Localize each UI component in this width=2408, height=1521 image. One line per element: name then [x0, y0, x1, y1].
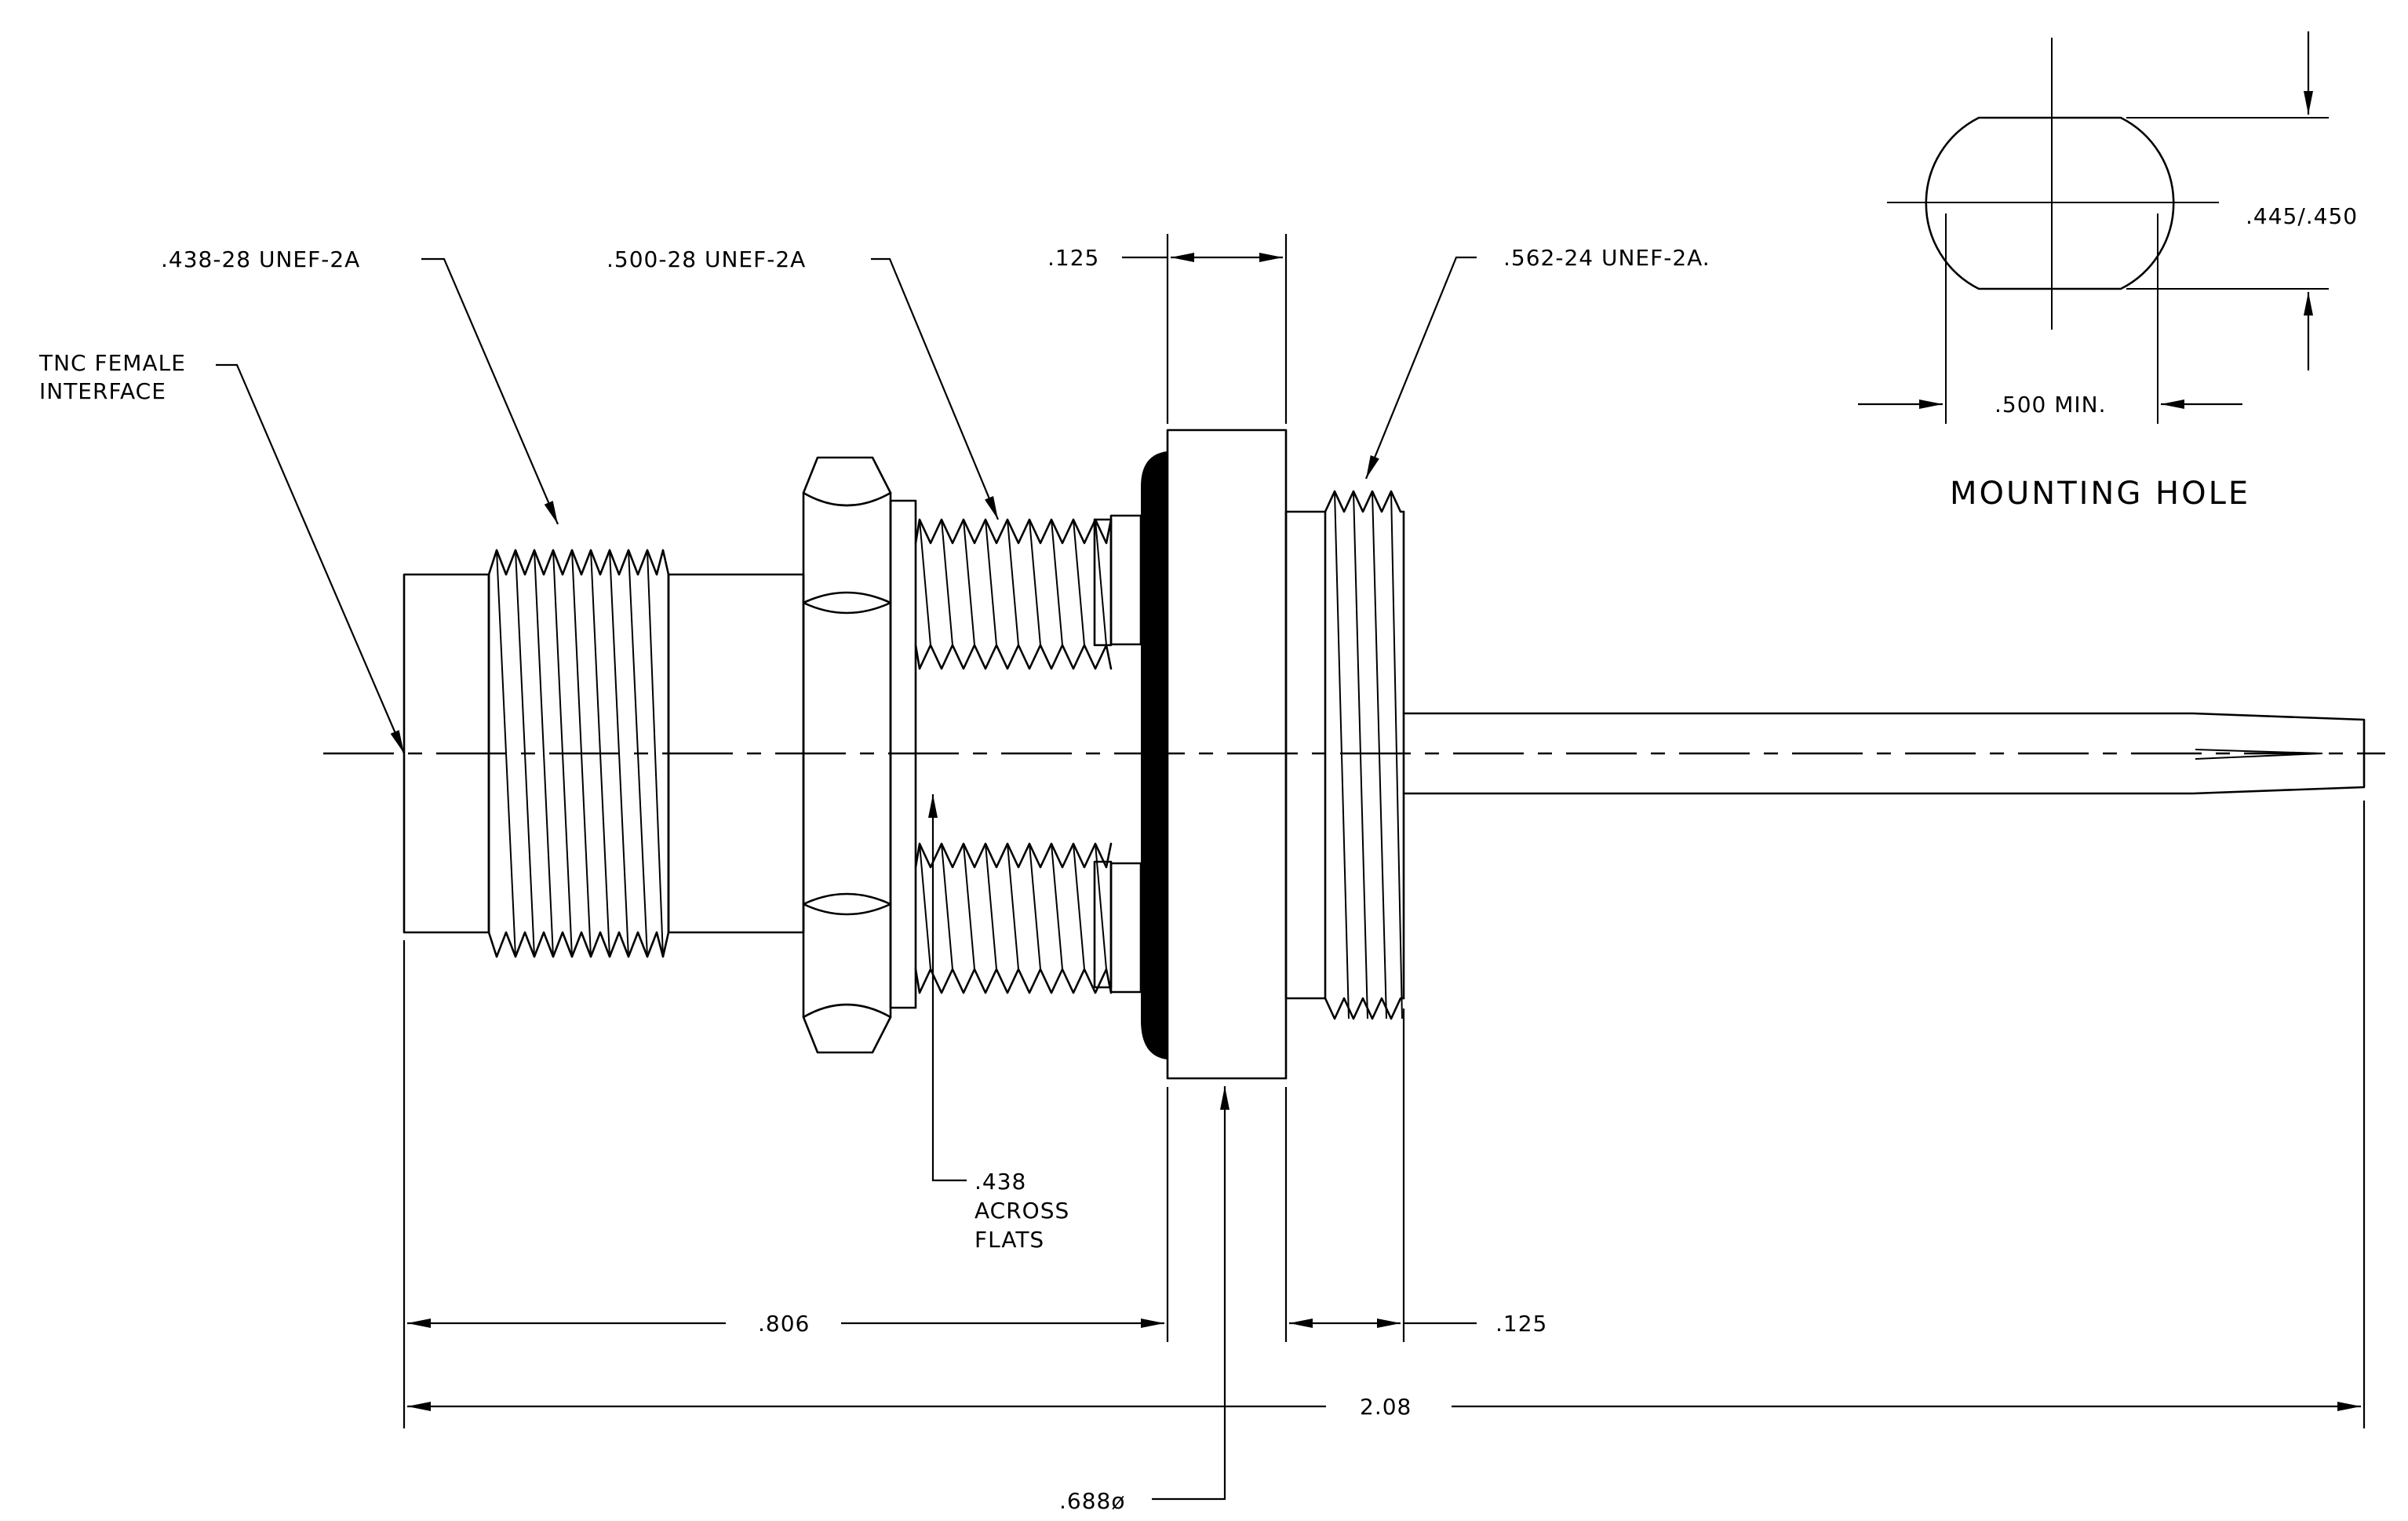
thread-500-section	[914, 514, 1142, 994]
mounting-hole-title: MOUNTING HOLE	[1950, 476, 2250, 512]
flange-diameter-value: .688ø	[1059, 1488, 1125, 1514]
hex-nut	[802, 456, 892, 1054]
flange-thickness-dimension	[1122, 234, 1288, 424]
thread-562-label: .562-24 UNEF-2A.	[1503, 245, 1710, 271]
rear-gap-value: .125	[1495, 1311, 1547, 1337]
extension-lines	[403, 801, 2366, 1428]
o-ring-seal	[1141, 451, 1168, 1060]
tnc-interface-label-line1: TNC FEMALE	[38, 350, 186, 376]
contact-pin	[1402, 712, 2366, 795]
hole-flats-value: .445/.450	[2246, 203, 2358, 229]
thread-500-leader	[871, 257, 1000, 520]
rear-body	[1284, 510, 1327, 1000]
thread-500-label: .500-28 UNEF-2A	[607, 246, 806, 272]
tnc-interface-leader	[216, 363, 406, 754]
flange-diameter-leader	[1152, 1086, 1230, 1501]
tnc-interface-label-line2: INTERFACE	[39, 378, 166, 404]
mounting-hole-detail	[1858, 31, 2329, 424]
lock-washer	[889, 499, 917, 1009]
thread-562-leader	[1364, 256, 1477, 480]
thread-438-leader	[421, 257, 559, 525]
body-length-value: .806	[758, 1311, 810, 1337]
thread-438-label: .438-28 UNEF-2A	[161, 246, 360, 272]
thread-438-section	[487, 549, 670, 958]
thread-562-section	[1324, 490, 1405, 1020]
across-flats-label-line3: FLATS	[974, 1227, 1044, 1253]
across-flats-leader	[928, 794, 967, 1182]
hole-diameter-value: .500 MIN.	[1995, 392, 2107, 418]
across-flats-label-line2: ACROSS	[974, 1198, 1069, 1224]
flange-thickness-value: .125	[1047, 245, 1099, 271]
overall-length-value: 2.08	[1360, 1394, 1412, 1420]
across-flats-label-line1: .438	[974, 1169, 1026, 1195]
